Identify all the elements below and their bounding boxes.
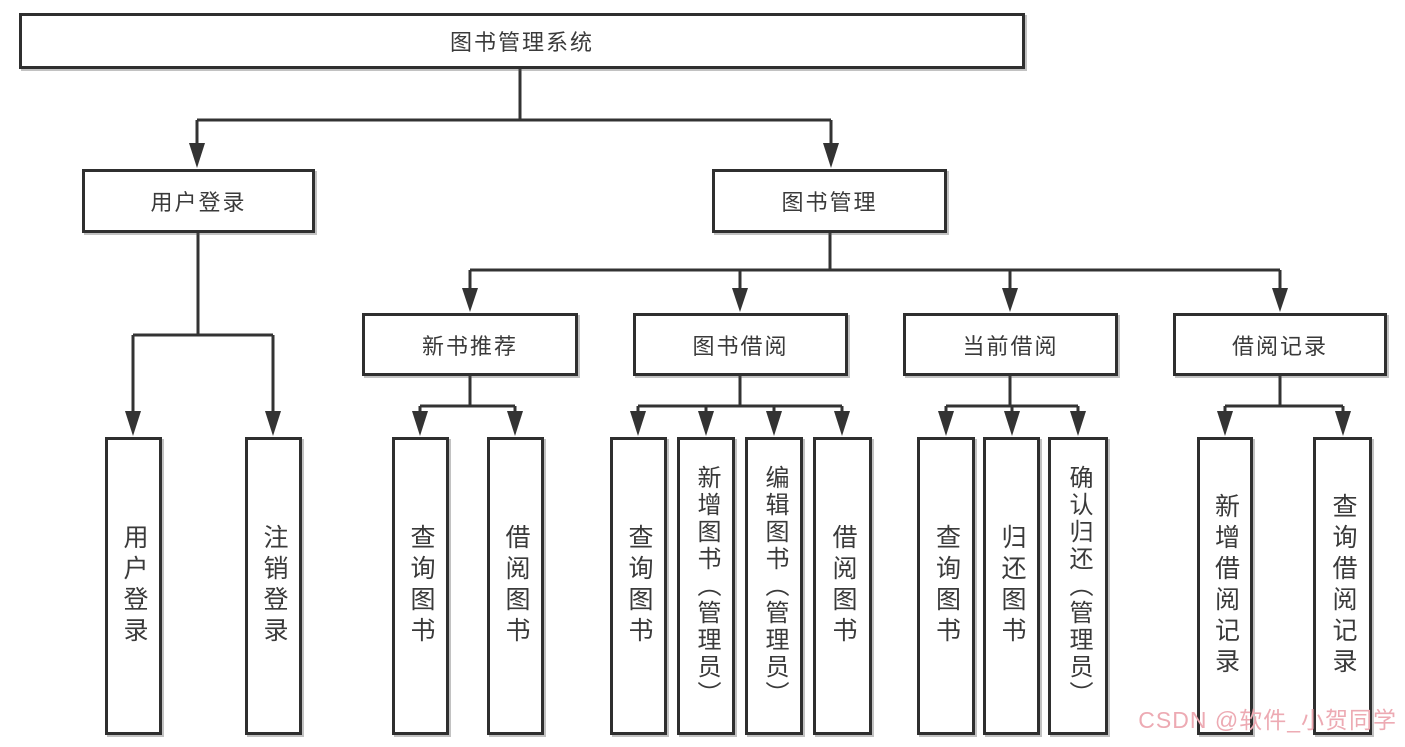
leaf-add-books-admin-label: 新增图书（管理员） (693, 464, 720, 708)
leaf-borrow-books-2-label: 借阅图书 (829, 524, 857, 648)
leaf-query-borrow-record: 查询借阅记录 (1313, 437, 1372, 735)
leaf-confirm-return-admin: 确认归还（管理员） (1048, 437, 1108, 735)
leaf-add-borrow-record-label: 新增借阅记录 (1211, 493, 1240, 679)
node-user-login: 用户登录 (82, 169, 315, 233)
leaf-edit-books-admin: 编辑图书（管理员） (745, 437, 803, 735)
leaf-logout: 注销登录 (245, 437, 302, 735)
leaf-query-books-3: 查询图书 (917, 437, 975, 735)
leaf-edit-books-admin-label: 编辑图书（管理员） (761, 464, 788, 708)
leaf-confirm-return-admin-label: 确认归还（管理员） (1065, 464, 1092, 708)
leaf-query-borrow-record-label: 查询借阅记录 (1329, 493, 1357, 679)
leaf-query-books-2-label: 查询图书 (625, 524, 653, 648)
leaf-query-books-1: 查询图书 (392, 437, 449, 735)
leaf-return-books: 归还图书 (983, 437, 1040, 735)
leaf-return-books-label: 归还图书 (998, 524, 1026, 648)
node-book-management: 图书管理 (712, 169, 947, 233)
leaf-query-books-1-label: 查询图书 (407, 524, 435, 648)
leaf-add-books-admin: 新增图书（管理员） (677, 437, 735, 735)
leaf-query-books-3-label: 查询图书 (932, 524, 961, 648)
leaf-user-login-label: 用户登录 (120, 524, 148, 648)
node-current-borrowing: 当前借阅 (903, 313, 1118, 376)
node-new-book-recommend: 新书推荐 (362, 313, 578, 376)
leaf-add-borrow-record: 新增借阅记录 (1197, 437, 1253, 735)
leaf-logout-label: 注销登录 (260, 524, 288, 648)
node-book-borrowing: 图书借阅 (633, 313, 848, 376)
node-borrow-records: 借阅记录 (1173, 313, 1387, 376)
leaf-user-login: 用户登录 (105, 437, 162, 735)
leaf-borrow-books-1-label: 借阅图书 (502, 524, 530, 648)
node-root: 图书管理系统 (19, 13, 1025, 69)
watermark: CSDN @软件_小贺同学 (1138, 707, 1397, 733)
leaf-borrow-books-2: 借阅图书 (813, 437, 872, 735)
leaf-query-books-2: 查询图书 (610, 437, 667, 735)
leaf-borrow-books-1: 借阅图书 (487, 437, 544, 735)
